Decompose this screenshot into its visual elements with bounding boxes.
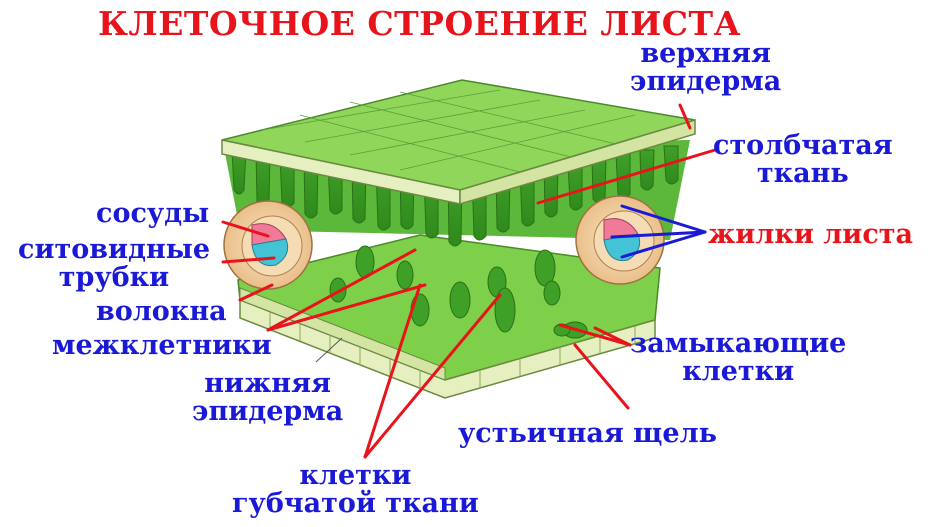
label-vessels: сосуды — [96, 198, 210, 229]
label-guard-cells-line1: замыкающие — [630, 328, 847, 359]
label-sieve-tubes-line1: ситовидные — [18, 234, 210, 265]
red-pointer-lines — [221, 103, 717, 459]
vein-left — [223, 200, 313, 290]
label-lower-epidermis-line1: нижняя — [204, 368, 331, 399]
lower-epidermis-pointer — [315, 337, 343, 363]
label-stomatal-slit: устьичная щель — [458, 418, 717, 449]
label-guard-cells-line2: клетки — [682, 356, 795, 387]
label-intercellular-spaces: межклетники — [52, 330, 272, 361]
label-leaf-veins: жилки листа — [708, 219, 913, 250]
label-spongy-cells-line1: клетки — [299, 460, 412, 491]
label-lower-epidermis: нижняя эпидерма — [192, 370, 343, 426]
label-spongy-cells-line2: губчатой ткани — [232, 488, 479, 519]
blue-pointer-lines — [610, 204, 707, 259]
label-palisade-line1: столбчатая — [713, 130, 893, 161]
vein-right — [575, 195, 665, 285]
label-palisade-line2: ткань — [756, 158, 849, 189]
label-lower-epidermis-line2: эпидерма — [192, 396, 344, 427]
diagram-title: КЛЕТОЧНОЕ СТРОЕНИЕ ЛИСТА — [98, 4, 741, 43]
upper-slab — [221, 79, 696, 206]
label-sieve-tubes: ситовидные трубки — [18, 236, 210, 292]
label-palisade-tissue: столбчатая ткань — [713, 132, 893, 188]
label-sieve-tubes-line2: трубки — [58, 262, 170, 293]
label-upper-epidermis-line2: эпидерма — [630, 66, 782, 97]
label-fibers: волокна — [96, 296, 227, 327]
label-spongy-cells: клетки губчатой ткани — [232, 462, 479, 518]
label-upper-epidermis-line1: верхняя — [640, 38, 771, 69]
label-guard-cells: замыкающие клетки — [630, 330, 846, 386]
label-upper-epidermis: верхняя эпидерма — [630, 40, 781, 96]
